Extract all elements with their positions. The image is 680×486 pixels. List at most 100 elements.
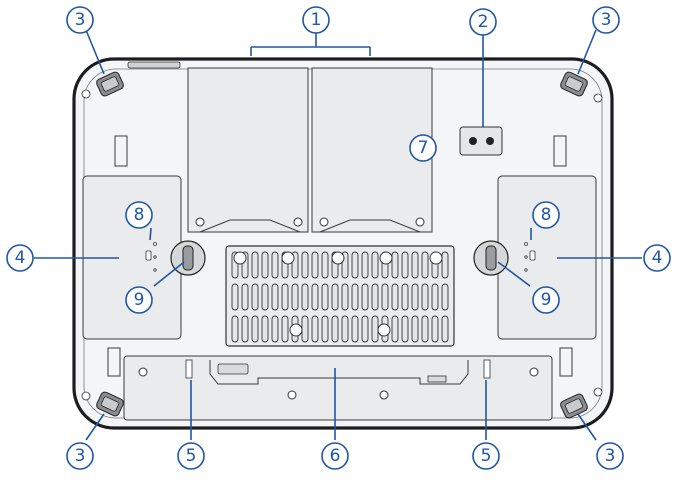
callout-8-right: 8 (532, 201, 560, 229)
callout-3-top-right: 3 (592, 6, 620, 34)
vent-screw (429, 251, 443, 265)
status-leds (145, 242, 536, 272)
vent-slot (321, 315, 329, 343)
battery-covers (187, 67, 433, 233)
vent-slot (321, 283, 329, 311)
vent-slot (301, 251, 309, 279)
vent-slot (291, 283, 299, 311)
vent-screw (289, 323, 303, 337)
vent-slot (321, 251, 329, 279)
svg-text:2: 2 (478, 12, 489, 32)
vent-slot (241, 315, 249, 343)
callout-3-top-left: 3 (66, 6, 94, 34)
vent-slot (361, 251, 369, 279)
svg-text:5: 5 (481, 446, 492, 466)
vent-screw (233, 251, 247, 265)
vent-slot (351, 283, 359, 311)
vent-slot (421, 283, 429, 311)
svg-text:3: 3 (75, 10, 86, 30)
vent-slot (271, 315, 279, 343)
callout-6: 6 (321, 442, 349, 470)
vent-slot (251, 315, 259, 343)
vent-slot (351, 251, 359, 279)
vent-slot (261, 251, 269, 279)
callout-7: 7 (409, 134, 437, 162)
vent-slot (261, 315, 269, 343)
vent-slot (371, 283, 379, 311)
svg-text:1: 1 (311, 10, 322, 30)
vent-slot (331, 283, 339, 311)
vent-slot (361, 315, 369, 343)
vent-slot (261, 283, 269, 311)
callout-5-left: 5 (177, 442, 205, 470)
vent-slot (251, 283, 259, 311)
svg-text:3: 3 (601, 10, 612, 30)
vent-screw (281, 251, 295, 265)
vent-slot (401, 251, 409, 279)
callout-3-bottom-right: 3 (596, 442, 624, 470)
svg-text:4: 4 (15, 248, 26, 268)
vent-slot (431, 315, 439, 343)
vent-slot (441, 251, 449, 279)
callout-1: 1 (302, 6, 330, 34)
callout-5-right: 5 (472, 442, 500, 470)
vent-slot (281, 315, 289, 343)
svg-text:5: 5 (186, 446, 197, 466)
vent-slot (381, 283, 389, 311)
svg-text:3: 3 (75, 446, 86, 466)
vent-slot (441, 283, 449, 311)
vent-slot (411, 283, 419, 311)
callout-4-right: 4 (643, 244, 671, 272)
vent-slot (301, 315, 309, 343)
corner-bumpers (81, 71, 603, 419)
svg-text:9: 9 (134, 290, 145, 310)
vent-slot (371, 251, 379, 279)
vent-slot (371, 315, 379, 343)
vent-slot (391, 283, 399, 311)
vent-slot (401, 315, 409, 343)
vent-slot (391, 251, 399, 279)
side-panels (82, 135, 597, 377)
vent-slot (441, 315, 449, 343)
callout-8-left: 8 (125, 201, 153, 229)
callout-9-left: 9 (125, 286, 153, 314)
callout-2: 2 (469, 8, 497, 36)
callout-9-right: 9 (532, 286, 560, 314)
vent-screw (377, 323, 391, 337)
vent-slot (341, 283, 349, 311)
callout-3-bottom-left: 3 (66, 442, 94, 470)
svg-text:6: 6 (330, 446, 341, 466)
vent-slot (311, 251, 319, 279)
vent-slot (351, 315, 359, 343)
vent-slot (421, 315, 429, 343)
svg-text:4: 4 (652, 248, 663, 268)
vent-screw (379, 251, 393, 265)
vent-slot (411, 315, 419, 343)
vent-slot (281, 283, 289, 311)
vent-slot (271, 251, 279, 279)
vent-slot (301, 283, 309, 311)
vent-slot (391, 315, 399, 343)
vent-slot (431, 283, 439, 311)
vent-slot (421, 251, 429, 279)
rear-camera (459, 126, 503, 156)
vent-slot (271, 283, 279, 311)
svg-text:9: 9 (541, 290, 552, 310)
vent-slot (341, 315, 349, 343)
vent-slot (311, 315, 319, 343)
vent-slot (411, 251, 419, 279)
vent-slot (251, 251, 259, 279)
vent-slot (361, 283, 369, 311)
docking-connector-area (123, 355, 553, 421)
vent-screw (331, 251, 345, 265)
svg-text:8: 8 (541, 205, 552, 225)
svg-text:3: 3 (605, 446, 616, 466)
svg-text:8: 8 (134, 205, 145, 225)
vent-slot (231, 315, 239, 343)
vent-slot (401, 283, 409, 311)
vent-grille (225, 245, 455, 347)
leader-lines (34, 29, 642, 441)
vent-slot (331, 315, 339, 343)
svg-text:7: 7 (418, 138, 429, 158)
